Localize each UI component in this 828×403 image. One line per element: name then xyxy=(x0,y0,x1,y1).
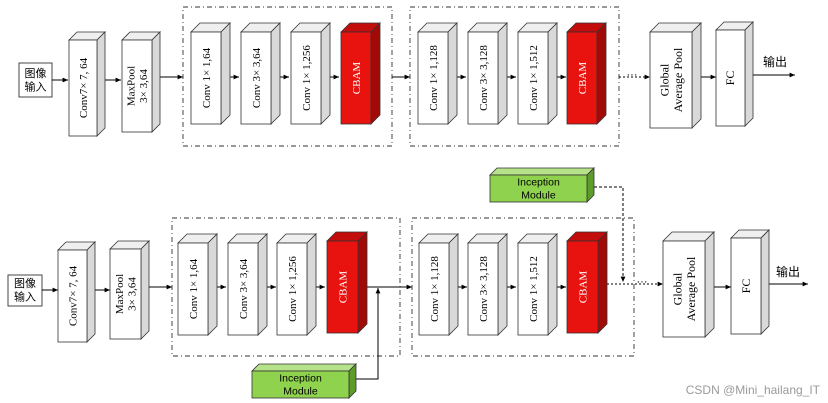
r1-group2-conv-label-1: Conv 1× 1,128 xyxy=(428,45,440,111)
r2-group1-conv-1 xyxy=(177,233,218,336)
r2-cbam2-label: CBAM xyxy=(577,271,589,304)
r2-arrow-inception2 xyxy=(594,186,626,282)
r2-inception2-block xyxy=(489,167,595,203)
r2-group2-frame xyxy=(411,217,635,357)
r2-group1-conv-label-1: Conv 1× 1,64 xyxy=(188,258,200,319)
r1-group1-conv-label-2: Conv 3× 3,64 xyxy=(251,47,263,108)
r2-cbam1-block xyxy=(326,231,368,334)
r2-group2-conv-label-3: Conv 1× 1,512 xyxy=(528,256,540,322)
r1-group2-conv-label-3: Conv 1× 1,512 xyxy=(528,45,540,111)
r2-ellipsis: ··· xyxy=(637,276,648,288)
r2-group1-conv-label-2: Conv 3× 3,64 xyxy=(238,258,250,319)
r2-fc-label: FC xyxy=(739,279,753,294)
r2-group1-conv-2 xyxy=(227,233,268,336)
r1-cbam2-label: CBAM xyxy=(577,62,589,95)
r1-group2-conv-2 xyxy=(467,22,508,125)
r2-arrow-inception1 xyxy=(356,288,381,380)
r1-group1-conv-2 xyxy=(240,22,281,125)
r1-gap-block xyxy=(649,22,702,129)
r2-output-label: 输出 xyxy=(776,264,800,279)
r1-gap-label: GlobalAverage Pool xyxy=(657,47,685,112)
r1-maxpool-block xyxy=(121,31,161,133)
r2-gap-block xyxy=(662,231,715,338)
r1-output-label: 输出 xyxy=(763,54,787,69)
r1-group2-conv-1 xyxy=(417,22,458,125)
r1-cbam2-block xyxy=(566,22,607,125)
r2-group1-conv-label-3: Conv 1× 1,256 xyxy=(287,256,299,322)
r1-conv7-label: Conv7× 7, 64 xyxy=(78,57,90,118)
r2-conv7-label: Conv7× 7, 64 xyxy=(67,265,79,326)
r1-conv7-block xyxy=(68,31,106,137)
r1-maxpool-label: MaxPool3× 3,64 xyxy=(126,66,151,106)
r2-group2-conv-3 xyxy=(517,233,558,336)
r1-group1-conv-label-3: Conv 1× 1,256 xyxy=(301,45,313,111)
r1-group1-conv-label-1: Conv 1× 1,64 xyxy=(201,47,213,108)
r1-input-label: 图像输入 xyxy=(25,67,47,94)
r1-fc-block xyxy=(715,21,754,127)
r2-inception1-block xyxy=(251,363,357,399)
r1-group1-conv-3 xyxy=(290,22,331,125)
watermark: CSDN @Mini_hailang_IT xyxy=(685,383,820,397)
r1-cbam1-label: CBAM xyxy=(351,62,363,95)
r2-maxpool-label: MaxPool3× 3,64 xyxy=(114,274,139,314)
r1-fc-label: FC xyxy=(723,71,737,86)
r2-gap-label: GlobalAverage Pool xyxy=(670,256,698,321)
r2-cbam2-block xyxy=(566,231,608,334)
r2-fc-block xyxy=(730,229,770,335)
r1-group2-conv-3 xyxy=(517,22,558,125)
r1-group1-conv-1 xyxy=(190,22,231,125)
r1-group2-conv-label-2: Conv 3× 3,128 xyxy=(478,45,490,111)
r1-cbam1-block xyxy=(340,22,381,125)
r2-group2-conv-1 xyxy=(418,233,459,336)
r2-group1-conv-3 xyxy=(276,233,317,336)
r2-cbam1-label: CBAM xyxy=(337,271,349,304)
r2-conv7-block xyxy=(57,241,96,343)
r2-group2-conv-label-2: Conv 3× 3,128 xyxy=(478,256,490,322)
r2-group2-conv-2 xyxy=(467,233,508,336)
r1-ellipsis: ··· xyxy=(627,69,638,81)
r2-group2-conv-label-1: Conv 1× 1,128 xyxy=(429,256,441,322)
r2-input-label: 图像输入 xyxy=(14,277,36,304)
r2-maxpool-block xyxy=(109,240,150,340)
